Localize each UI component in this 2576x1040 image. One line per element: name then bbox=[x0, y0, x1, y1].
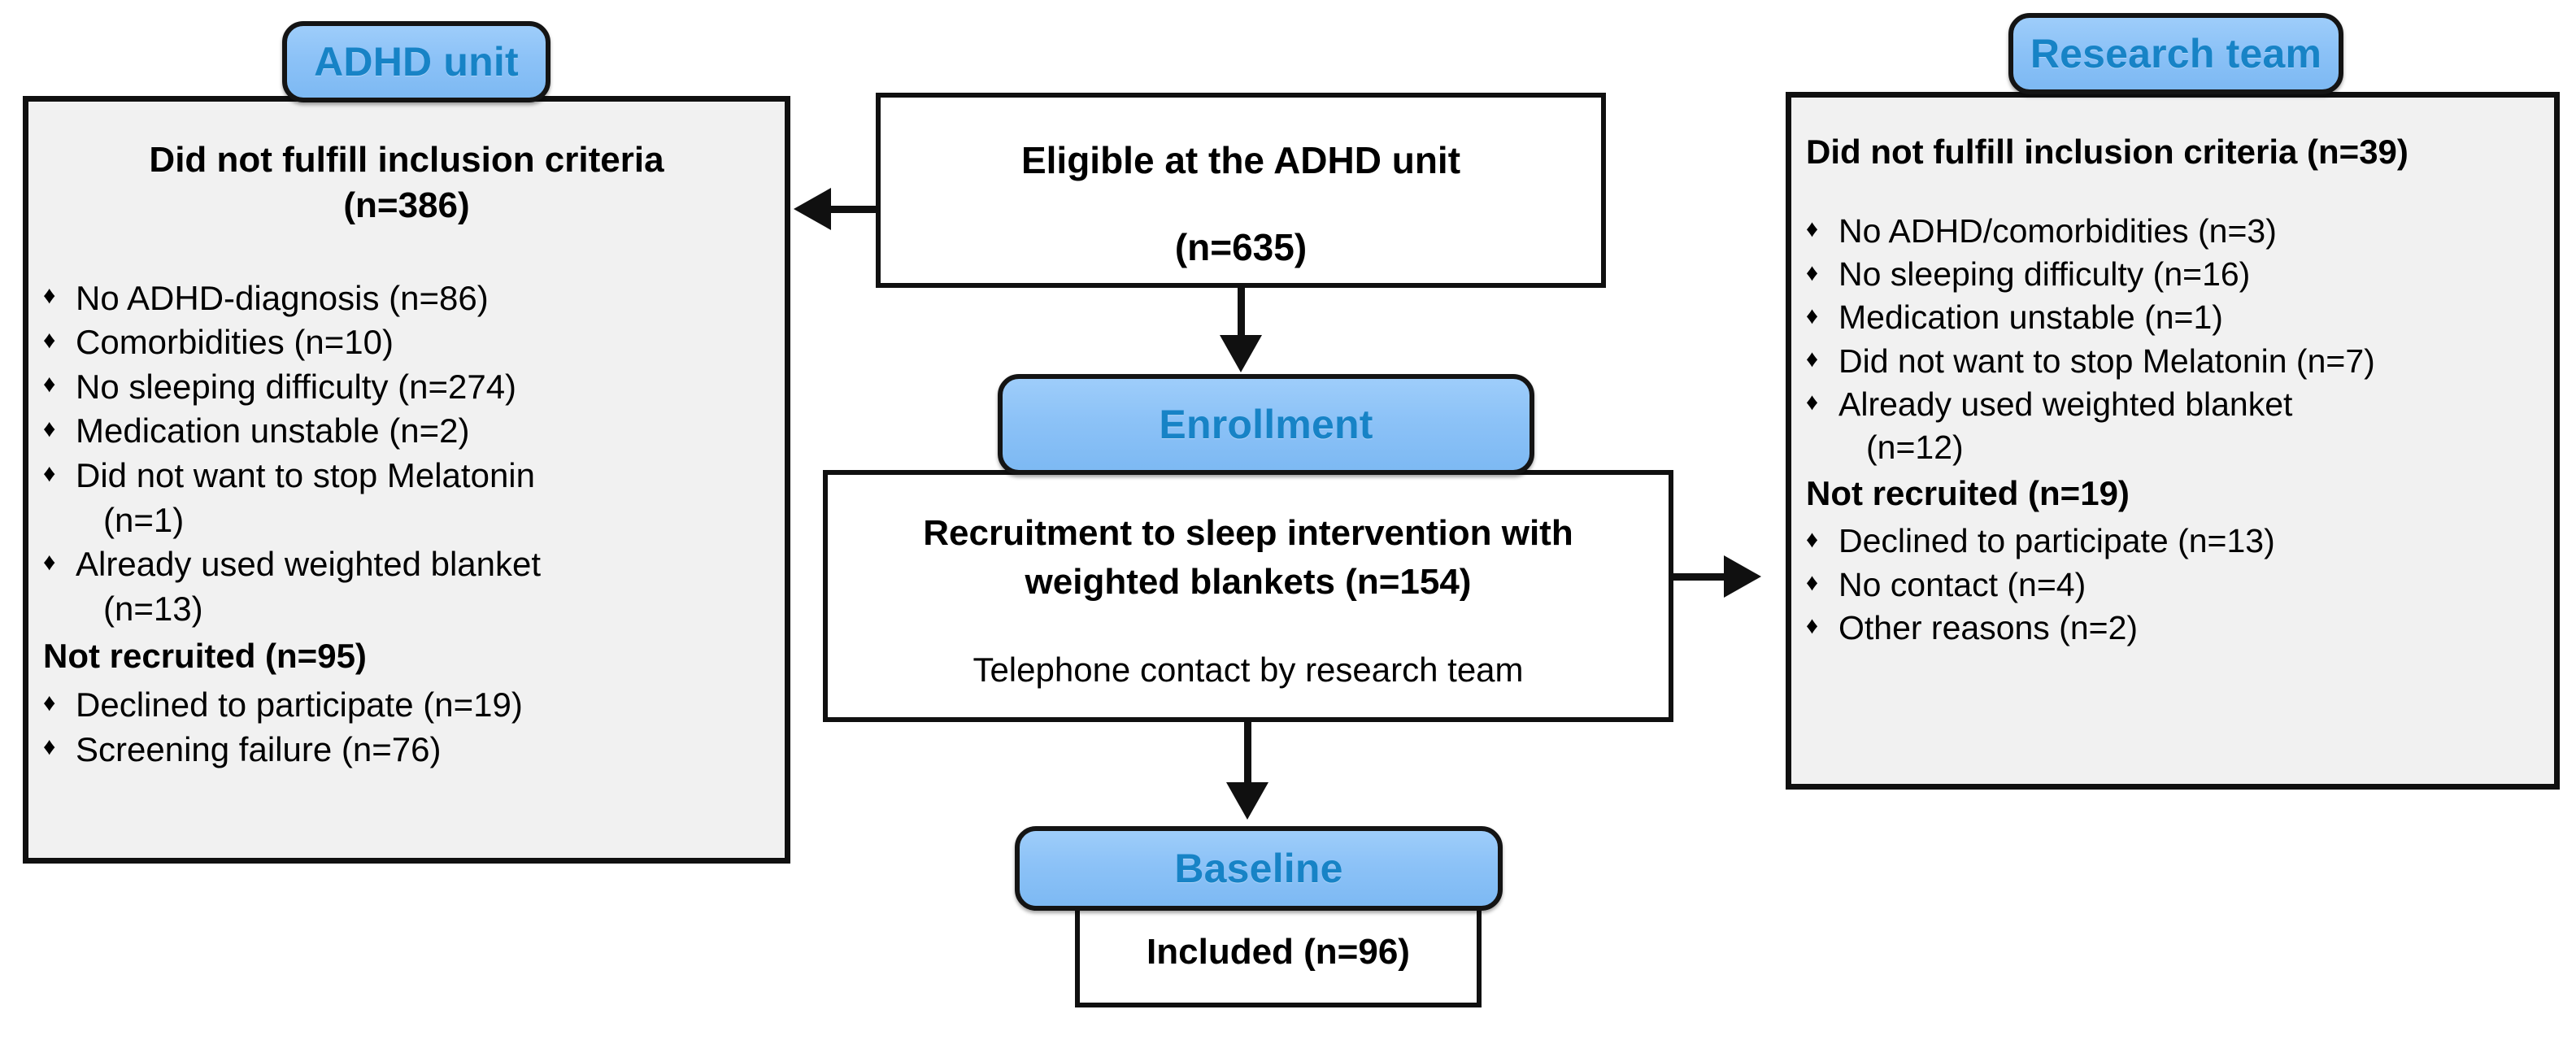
diamond-bullet-icon: ♦ bbox=[43, 371, 56, 398]
connector-eligible-to-enrollment bbox=[1238, 288, 1245, 338]
list-item: ♦ Did not want to stop Melatonin (n=1) bbox=[28, 454, 785, 542]
baseline-included-label: Included (n=96) bbox=[1147, 932, 1410, 972]
list-item: ♦ Screening failure (n=76) bbox=[28, 728, 785, 772]
list-item-label: Declined to participate (n=19) bbox=[76, 685, 523, 725]
diamond-bullet-icon: ♦ bbox=[1806, 346, 1819, 373]
right-exclusion-list: ♦ No ADHD/comorbidities (n=3) ♦ No sleep… bbox=[1791, 210, 2554, 470]
diamond-bullet-icon: ♦ bbox=[43, 459, 56, 487]
list-item-label: Already used weighted blanket bbox=[1838, 385, 2293, 423]
diamond-bullet-icon: ♦ bbox=[1806, 302, 1819, 329]
list-item: ♦ Declined to participate (n=19) bbox=[28, 683, 785, 728]
tab-research-team[interactable]: Research team bbox=[2008, 13, 2343, 94]
left-exclusion-panel: Did not fulfill inclusion criteria (n=38… bbox=[23, 96, 790, 864]
list-item-label: Did not want to stop Melatonin (n=7) bbox=[1838, 342, 2375, 380]
baseline-included-box: Included (n=96) bbox=[1075, 895, 1482, 1007]
left-heading-line2: (n=386) bbox=[343, 185, 470, 226]
diamond-bullet-icon: ♦ bbox=[1806, 569, 1819, 597]
list-item-label: Medication unstable (n=2) bbox=[76, 411, 470, 450]
list-item: ♦ Medication unstable (n=1) bbox=[1791, 296, 2554, 339]
diamond-bullet-icon: ♦ bbox=[43, 733, 56, 761]
tab-baseline-label: Baseline bbox=[1174, 846, 1343, 891]
list-item-continuation: (n=12) bbox=[1866, 429, 1964, 467]
arrowhead-down-baseline bbox=[1226, 782, 1268, 820]
recruitment-line1: Recruitment to sleep intervention with bbox=[923, 513, 1573, 553]
connector-recruitment-to-right bbox=[1672, 573, 1725, 581]
eligible-box: Eligible at the ADHD unit (n=635) bbox=[876, 93, 1606, 288]
list-item: ♦ Already used weighted blanket (n=13) bbox=[28, 542, 785, 631]
tab-enrollment[interactable]: Enrollment bbox=[998, 374, 1534, 475]
left-exclusion-list: ♦ No ADHD-diagnosis (n=86) ♦ Comorbiditi… bbox=[28, 276, 785, 632]
list-item-label: Medication unstable (n=1) bbox=[1838, 298, 2223, 337]
list-item-continuation: (n=1) bbox=[103, 500, 185, 539]
list-item: ♦ No sleeping difficulty (n=274) bbox=[28, 365, 785, 410]
left-subheading: Not recruited (n=95) bbox=[43, 637, 367, 676]
diamond-bullet-icon: ♦ bbox=[1806, 525, 1819, 553]
list-item-label: No ADHD-diagnosis (n=86) bbox=[76, 278, 489, 317]
list-item-continuation: (n=13) bbox=[103, 589, 203, 628]
right-not-recruited-list: ♦ Declined to participate (n=13) ♦ No co… bbox=[1791, 520, 2554, 650]
list-item: ♦ No ADHD-diagnosis (n=86) bbox=[28, 276, 785, 321]
tab-baseline[interactable]: Baseline bbox=[1015, 826, 1503, 911]
arrowhead-left bbox=[794, 188, 831, 230]
recruitment-note: Telephone contact by research team bbox=[973, 650, 1524, 689]
connector-recruitment-to-baseline bbox=[1244, 722, 1251, 785]
tab-adhd-unit-label: ADHD unit bbox=[314, 39, 519, 85]
list-item-label: No ADHD/comorbidities (n=3) bbox=[1838, 211, 2277, 250]
right-exclusion-panel: Did not fulfill inclusion criteria (n=39… bbox=[1786, 92, 2560, 790]
list-item-label: No contact (n=4) bbox=[1838, 565, 2086, 603]
diamond-bullet-icon: ♦ bbox=[43, 415, 56, 442]
left-heading-line1: Did not fulfill inclusion criteria bbox=[149, 140, 664, 180]
diamond-bullet-icon: ♦ bbox=[1806, 389, 1819, 416]
list-item: ♦ No contact (n=4) bbox=[1791, 564, 2554, 607]
list-item-label: Comorbidities (n=10) bbox=[76, 323, 394, 362]
list-item: ♦ Other reasons (n=2) bbox=[1791, 607, 2554, 650]
connector-eligible-to-left bbox=[831, 206, 878, 213]
list-item-label: Declined to participate (n=13) bbox=[1838, 522, 2275, 560]
eligible-line1: Eligible at the ADHD unit bbox=[1020, 139, 1461, 181]
diamond-bullet-icon: ♦ bbox=[1806, 259, 1819, 286]
diamond-bullet-icon: ♦ bbox=[43, 689, 56, 716]
diamond-bullet-icon: ♦ bbox=[1806, 215, 1819, 243]
list-item: ♦ Medication unstable (n=2) bbox=[28, 409, 785, 454]
diamond-bullet-icon: ♦ bbox=[43, 282, 56, 310]
tab-adhd-unit[interactable]: ADHD unit bbox=[282, 21, 550, 102]
arrowhead-down-enrollment bbox=[1220, 335, 1262, 372]
list-item-label: No sleeping difficulty (n=16) bbox=[1838, 255, 2251, 294]
list-item: ♦ Already used weighted blanket (n=12) bbox=[1791, 383, 2554, 470]
right-subheading: Not recruited (n=19) bbox=[1806, 473, 2130, 512]
left-not-recruited-list: ♦ Declined to participate (n=19) ♦ Scree… bbox=[28, 683, 785, 772]
left-panel-heading: Did not fulfill inclusion criteria (n=38… bbox=[77, 137, 736, 229]
list-item-label: Other reasons (n=2) bbox=[1838, 608, 2139, 646]
list-item: ♦ No ADHD/comorbidities (n=3) bbox=[1791, 210, 2554, 253]
tab-research-team-label: Research team bbox=[2030, 31, 2322, 76]
list-item: ♦ Did not want to stop Melatonin (n=7) bbox=[1791, 340, 2554, 383]
recruitment-box: Recruitment to sleep intervention with w… bbox=[823, 470, 1673, 722]
right-panel-heading: Did not fulfill inclusion criteria (n=39… bbox=[1806, 133, 2408, 171]
diamond-bullet-icon: ♦ bbox=[43, 326, 56, 354]
list-item: ♦ Declined to participate (n=13) bbox=[1791, 520, 2554, 563]
list-item-label: Already used weighted blanket bbox=[76, 545, 542, 584]
eligible-line2: (n=635) bbox=[1174, 225, 1308, 268]
list-item: ♦ Comorbidities (n=10) bbox=[28, 320, 785, 365]
list-item-label: Did not want to stop Melatonin bbox=[76, 456, 535, 494]
arrowhead-right bbox=[1724, 555, 1761, 598]
list-item-label: Screening failure (n=76) bbox=[76, 729, 442, 768]
list-item: ♦ No sleeping difficulty (n=16) bbox=[1791, 253, 2554, 296]
diamond-bullet-icon: ♦ bbox=[43, 548, 56, 576]
list-item-label: No sleeping difficulty (n=274) bbox=[76, 367, 517, 406]
diamond-bullet-icon: ♦ bbox=[1806, 612, 1819, 640]
tab-enrollment-label: Enrollment bbox=[1159, 402, 1373, 447]
recruitment-line2: weighted blankets (n=154) bbox=[1025, 562, 1472, 603]
